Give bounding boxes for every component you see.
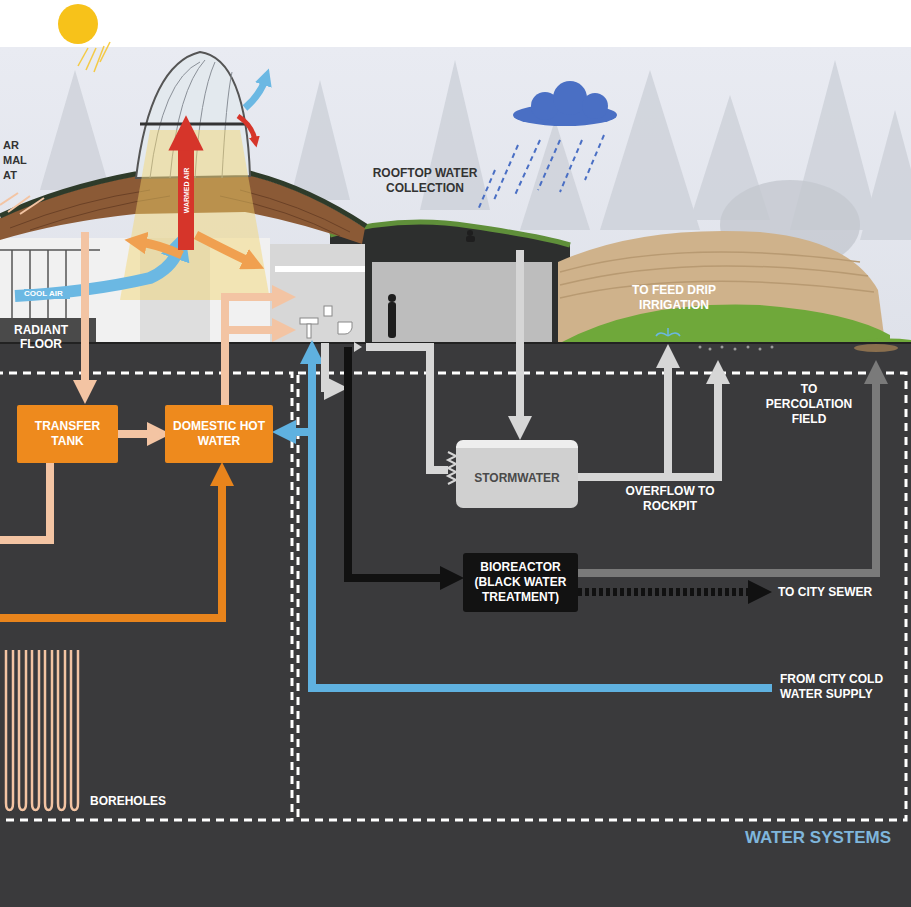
node-label: DOMESTIC HOT WATER bbox=[171, 419, 267, 449]
annotation-label: OVERFLOW TO ROCKPIT bbox=[612, 484, 728, 514]
borehole-loops bbox=[6, 650, 78, 810]
annotation-label: TO CITY SEWER bbox=[778, 585, 903, 600]
tank-box: DOMESTIC HOT WATER bbox=[165, 405, 273, 463]
annotation-label: WARMED AIR bbox=[182, 156, 191, 226]
annotation-label: AR MAL AT bbox=[3, 138, 33, 183]
node-label: BIOREACTOR (BLACK WATER TREATMENT) bbox=[469, 560, 572, 605]
storage-tank: STORMWATER bbox=[456, 440, 578, 508]
borehole-loop bbox=[71, 650, 78, 810]
node-label: STORMWATER bbox=[474, 471, 560, 486]
annotation-label: BOREHOLES bbox=[90, 794, 190, 809]
treatment-box: BIOREACTOR (BLACK WATER TREATMENT) bbox=[463, 553, 578, 612]
borehole-loop bbox=[19, 650, 26, 810]
annotation-label: TO FEED DRIP IRRIGATION bbox=[618, 283, 730, 313]
annotation-label: WATER SYSTEMS bbox=[745, 828, 907, 848]
node-label: TRANSFER TANK bbox=[23, 419, 112, 449]
annotation-label: TO PERCOLATION FIELD bbox=[756, 382, 862, 427]
annotation-label: RADIANT FLOOR bbox=[5, 323, 77, 351]
tank-box: TRANSFER TANK bbox=[17, 405, 118, 463]
annotation-label: FROM CITY COLD WATER SUPPLY bbox=[780, 672, 906, 702]
borehole-loop bbox=[32, 650, 39, 810]
pipe-connector bbox=[118, 430, 159, 438]
borehole-loop bbox=[6, 650, 13, 810]
borehole-loop bbox=[45, 650, 52, 810]
annotation-label: ROOFTOP WATER COLLECTION bbox=[372, 166, 478, 196]
annotation-label: COOL AIR bbox=[24, 289, 70, 299]
borehole-loop bbox=[58, 650, 65, 810]
